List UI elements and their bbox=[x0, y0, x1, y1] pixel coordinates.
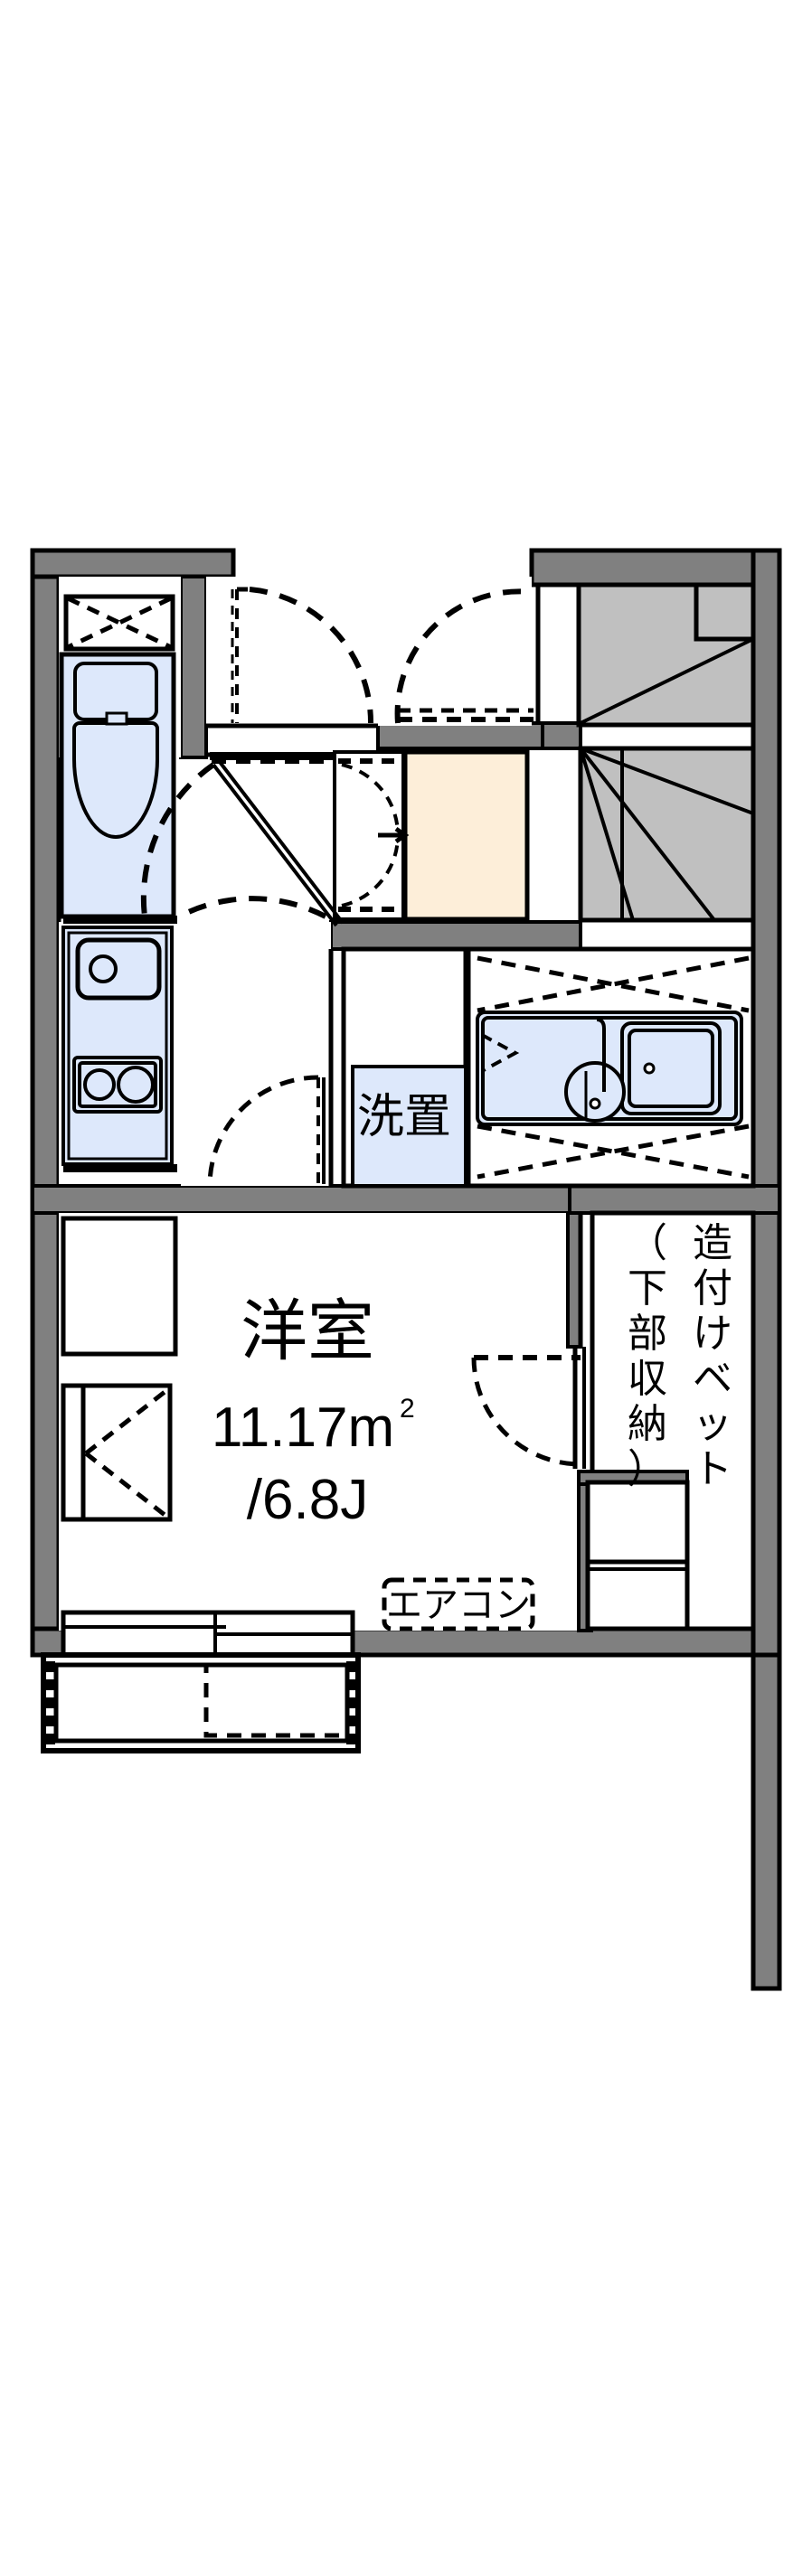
kitchen bbox=[59, 916, 181, 1184]
page-title: 洋室 bbox=[241, 1293, 374, 1370]
washing-machine-pan bbox=[351, 1065, 467, 1188]
balcony-sliding-door[interactable] bbox=[61, 1610, 355, 1659]
bathtub-drain-icon bbox=[643, 1062, 656, 1075]
stove-burner-right-icon bbox=[117, 1066, 155, 1104]
entrance-door-arc bbox=[179, 896, 327, 919]
room-area: 11.17m bbox=[212, 1396, 394, 1459]
svg-text:（下部収納）: （下部収納） bbox=[628, 1220, 671, 1492]
corridor-door[interactable] bbox=[207, 1075, 326, 1185]
bath-door-arrow-icon bbox=[481, 1033, 520, 1073]
entrance-hall bbox=[206, 577, 533, 757]
door-swing-left bbox=[231, 587, 374, 724]
basin-drain-icon bbox=[589, 1097, 601, 1110]
air-conditioner: エアコン bbox=[382, 1577, 535, 1631]
bathroom bbox=[466, 946, 756, 1189]
corridor bbox=[181, 922, 334, 1186]
svg-text:造付けベット: 造付けベット bbox=[693, 1220, 736, 1492]
toilet-tank bbox=[73, 662, 158, 721]
door-swing-entrance bbox=[394, 588, 533, 724]
sink-drain-icon bbox=[89, 954, 118, 983]
bed-alcove-door[interactable] bbox=[471, 1347, 586, 1469]
balcony bbox=[41, 1652, 361, 1753]
shoe-cabinet bbox=[333, 750, 410, 921]
entrance-door[interactable] bbox=[140, 752, 345, 927]
washer-space: 洗置 bbox=[341, 946, 468, 1189]
closet bbox=[61, 1216, 178, 1357]
bedroom-window bbox=[61, 1383, 173, 1522]
built-in-bed-area: 造付けベット （下部収納） bbox=[471, 1210, 756, 1632]
washer-label: 洗置 bbox=[357, 1090, 451, 1144]
room-jo-size: /6.8J bbox=[247, 1469, 368, 1531]
room-area-superscript: 2 bbox=[400, 1394, 415, 1424]
stove-burner-left-icon bbox=[83, 1068, 116, 1101]
bedroom: 洋室 11.17m 2 /6.8J エアコン bbox=[59, 1213, 579, 1659]
staircase bbox=[535, 582, 756, 923]
builtin-bed-label: 造付けベット bbox=[693, 1220, 736, 1492]
entrance-tile bbox=[402, 749, 530, 922]
toilet-room bbox=[59, 577, 181, 919]
under-bed-storage bbox=[585, 1480, 690, 1631]
kitchen-sink-basin bbox=[75, 937, 162, 1001]
aircon-label: エアコン bbox=[386, 1584, 531, 1626]
toilet-bowl bbox=[72, 721, 159, 840]
exterior-walls bbox=[30, 548, 782, 1991]
genkan-entrance bbox=[402, 749, 530, 922]
lower-right-wall bbox=[751, 1652, 782, 1991]
builtin-bed-storage-label: （下部収納） bbox=[628, 1220, 671, 1492]
wash-basin bbox=[564, 1061, 626, 1123]
